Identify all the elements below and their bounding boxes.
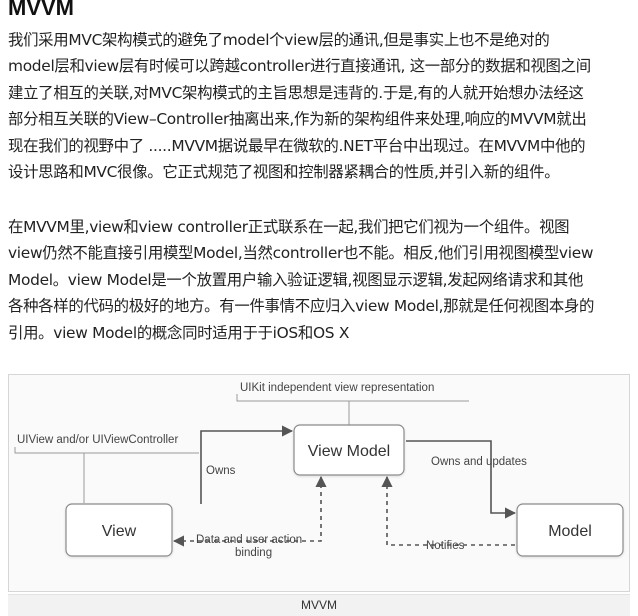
page-title: MVVM <box>8 0 74 20</box>
paragraph-line: 部分相互关联的View–Controller抽离出来,作为新的架构组件来处理,响… <box>8 110 587 129</box>
figure-caption: MVVM <box>301 598 337 612</box>
data-binding-label-line2: binding <box>235 547 272 559</box>
mvvm-diagram: UIKit independent view representation UI… <box>14 382 624 559</box>
paragraph-line: model层和view层有时候可以跨越controller进行直接通讯, 这一部… <box>8 57 591 76</box>
mvvm-description-paragraph: 在MVVM里,view和view controller正式联系在一起,我们把它们… <box>8 214 634 346</box>
view-box <box>65 503 173 557</box>
paragraph-line: 各种各样的代码的极好的地方。有一件事情不应归入view Model,那就是任何视… <box>8 297 595 316</box>
view-model-box <box>293 424 405 476</box>
view-model-box-label: View Model <box>308 443 390 460</box>
paragraph-line: view仍然不能直接引用模型Model,当然controller也不能。相反,他… <box>8 244 594 263</box>
paragraph-line: 设计思路和MVC很像。它正式规范了视图和控制器紧耦合的性质,并引入新的组件。 <box>8 163 560 182</box>
paragraph-line: 引用。view Model的概念同时适用于于iOS和OS X <box>8 323 350 342</box>
notifies-arrow <box>381 475 515 546</box>
owns-and-updates-label: Owns and updates <box>431 456 527 468</box>
owns-and-updates-arrow <box>406 440 517 519</box>
paragraph-line: 我们采用MVC架构模式的避免了model个view层的通讯,但是事实上也不是绝对… <box>8 31 550 49</box>
model-box <box>516 503 624 557</box>
uikit-callout-line <box>236 394 469 402</box>
uiview-controller-label: UIView and/or UIViewController <box>17 434 178 446</box>
paragraph-line: Model。view Model是一个放置用户输入验证逻辑,视图显示逻辑,发起网… <box>8 270 584 289</box>
paragraph-line: 在MVVM里,view和view controller正式联系在一起,我们把它们… <box>8 218 570 236</box>
model-box-label: Model <box>548 523 592 540</box>
view-box-label: View <box>102 523 137 540</box>
owns-label: Owns <box>206 465 236 477</box>
figure-caption-bar: MVVM <box>8 594 630 616</box>
uikit-independent-label: UIKit independent view representation <box>240 382 434 394</box>
notifies-label: Notifies <box>426 540 465 552</box>
paragraph-line: 建立了相互的关联,对MVC架构模式的主旨思想是违背的.于是,有的人就开始想办法经… <box>8 83 584 102</box>
mvvm-diagram-figure: UIKit independent view representation UI… <box>8 374 630 592</box>
intro-paragraph: 我们采用MVC架构模式的避免了model个view层的通讯,但是事实上也不是绝对… <box>8 27 634 185</box>
data-binding-label-line1: Data and user action <box>196 534 302 546</box>
uiview-callout-line <box>14 447 199 454</box>
data-binding-arrow <box>172 475 327 547</box>
paragraph-line: 现在我们的视野中了 .....MVVM据说最早在微软的.NET平台中出现过。在M… <box>8 136 586 155</box>
